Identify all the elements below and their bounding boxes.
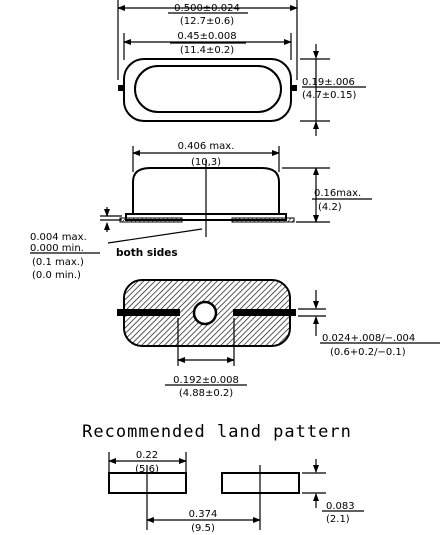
lead-left-side [119,217,183,223]
pad-length-label: 0.22 [136,450,158,461]
top-view: 0.500±0.024 (12.7±0.6) 0.45±0.008 (11.4±… [117,0,366,136]
lead-width-mm-label: (0.6+0.2/−0.1) [330,347,406,358]
standoff-max-label: 0.004 max. [30,232,87,243]
body-length-mm-label: (11.4±0.2) [180,45,234,56]
lead-right-bottom [233,309,296,316]
body-length-label: 0.45±0.008 [177,31,236,42]
lead-width-label: 0.024+.008/−.004 [322,333,415,344]
center-pad-circle [192,300,218,326]
overall-length-label: 0.500±0.024 [174,3,240,14]
height-label: 0.19±.006 [302,77,355,88]
both-sides-note: both sides [116,247,178,259]
land-pattern-title: Recommended land pattern [82,422,352,442]
pad-pitch-label: 0.374 [189,509,218,520]
land-pattern: Recommended land pattern 0.22 (5.6) 0.37… [82,422,364,534]
lead-left-bottom [117,309,180,316]
lead-gap-label: 0.192±0.008 [173,375,239,386]
max-height-label: 0.16max. [314,188,361,199]
lead-right-side [231,217,295,223]
package-lid-top [134,65,282,113]
lead-stub-right [291,85,297,91]
overall-length-mm-label: (12.7±0.6) [180,16,234,27]
pad-height-mm-label: (2.1) [326,514,350,525]
max-height-mm-label: (4.2) [318,202,342,213]
lead-stub-left [118,85,124,91]
side-view: 0.406 max. (10,3) 0.16max. (4.2) 0.004 m… [30,141,372,281]
standoff-min-mm-label: (0.0 min.) [32,270,81,281]
height-mm-label: (4.7±0.15) [302,90,356,101]
package-body-side [132,167,280,215]
lead-gap-mm-label: (4.88±0.2) [179,388,233,399]
pad-height-label: 0.083 [326,501,355,512]
pad-pitch-mm-label: (9.5) [191,523,215,534]
standoff-min-label: 0.000 min. [30,243,84,254]
standoff-max-mm-label: (0.1 max.) [32,257,84,268]
max-width-label: 0.406 max. [178,141,235,152]
bottom-view: 0.192±0.008 (4.88±0.2) 0.024+.008/−.004 … [117,279,440,399]
